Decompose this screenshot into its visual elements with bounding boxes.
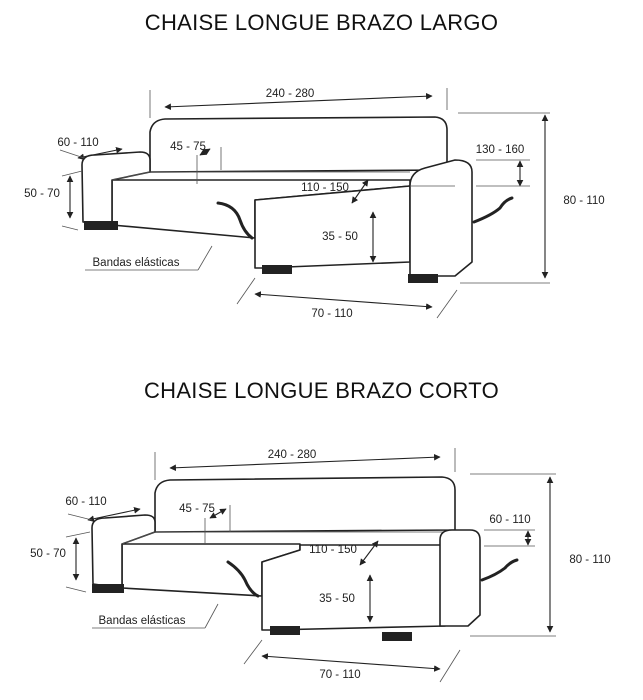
label-chaise-length: 110 - 150	[309, 544, 357, 556]
label-arm-height: 50 - 70	[24, 188, 60, 200]
label-chaise-width: 70 - 110	[311, 308, 352, 320]
label-back-height: 45 - 75	[170, 141, 206, 153]
foot	[84, 221, 118, 230]
label-straps: Bandas elásticas	[99, 615, 186, 627]
elastic-strap	[480, 558, 519, 582]
sofa-brazo-corto: 240 - 280 60 - 110 45 - 75 50 - 70 60 - …	[30, 448, 611, 683]
chaise-block	[261, 544, 446, 631]
right-arm	[409, 159, 473, 277]
sofa-brazo-largo: 240 - 280 60 - 110 45 - 75 50 - 70 130 -…	[24, 88, 605, 320]
label-overall-height: 80 - 110	[569, 554, 610, 566]
label-arm-depth-left: 60 - 110	[65, 496, 106, 508]
right-arm	[439, 529, 481, 627]
label-straps: Bandas elásticas	[93, 257, 180, 269]
label-back-height: 45 - 75	[179, 503, 215, 515]
label-total-width: 240 - 280	[268, 449, 317, 461]
foot	[382, 632, 412, 641]
label-seat-height: 35 - 50	[319, 593, 355, 605]
foot	[262, 265, 292, 274]
foot	[92, 584, 124, 593]
elastic-strap	[216, 201, 254, 240]
title-brazo-corto: CHAISE LONGUE BRAZO CORTO	[143, 378, 500, 403]
label-arm-height: 50 - 70	[30, 548, 66, 560]
label-arm-right: 130 - 160	[476, 144, 525, 156]
label-seat-height: 35 - 50	[322, 231, 358, 243]
elastic-strap	[472, 196, 514, 224]
label-arm-right: 60 - 110	[489, 514, 530, 526]
elastic-strap	[226, 560, 260, 598]
label-chaise-width: 70 - 110	[319, 669, 360, 681]
label-overall-height: 80 - 110	[563, 195, 604, 207]
label-chaise-length: 110 - 150	[301, 182, 349, 194]
foot	[408, 274, 438, 283]
title-brazo-largo: CHAISE LONGUE BRAZO LARGO	[144, 10, 499, 35]
label-arm-depth-left: 60 - 110	[57, 137, 98, 149]
backrest	[149, 116, 448, 173]
chaise-block	[254, 185, 411, 269]
label-total-width: 240 - 280	[266, 88, 315, 100]
foot	[270, 626, 300, 635]
